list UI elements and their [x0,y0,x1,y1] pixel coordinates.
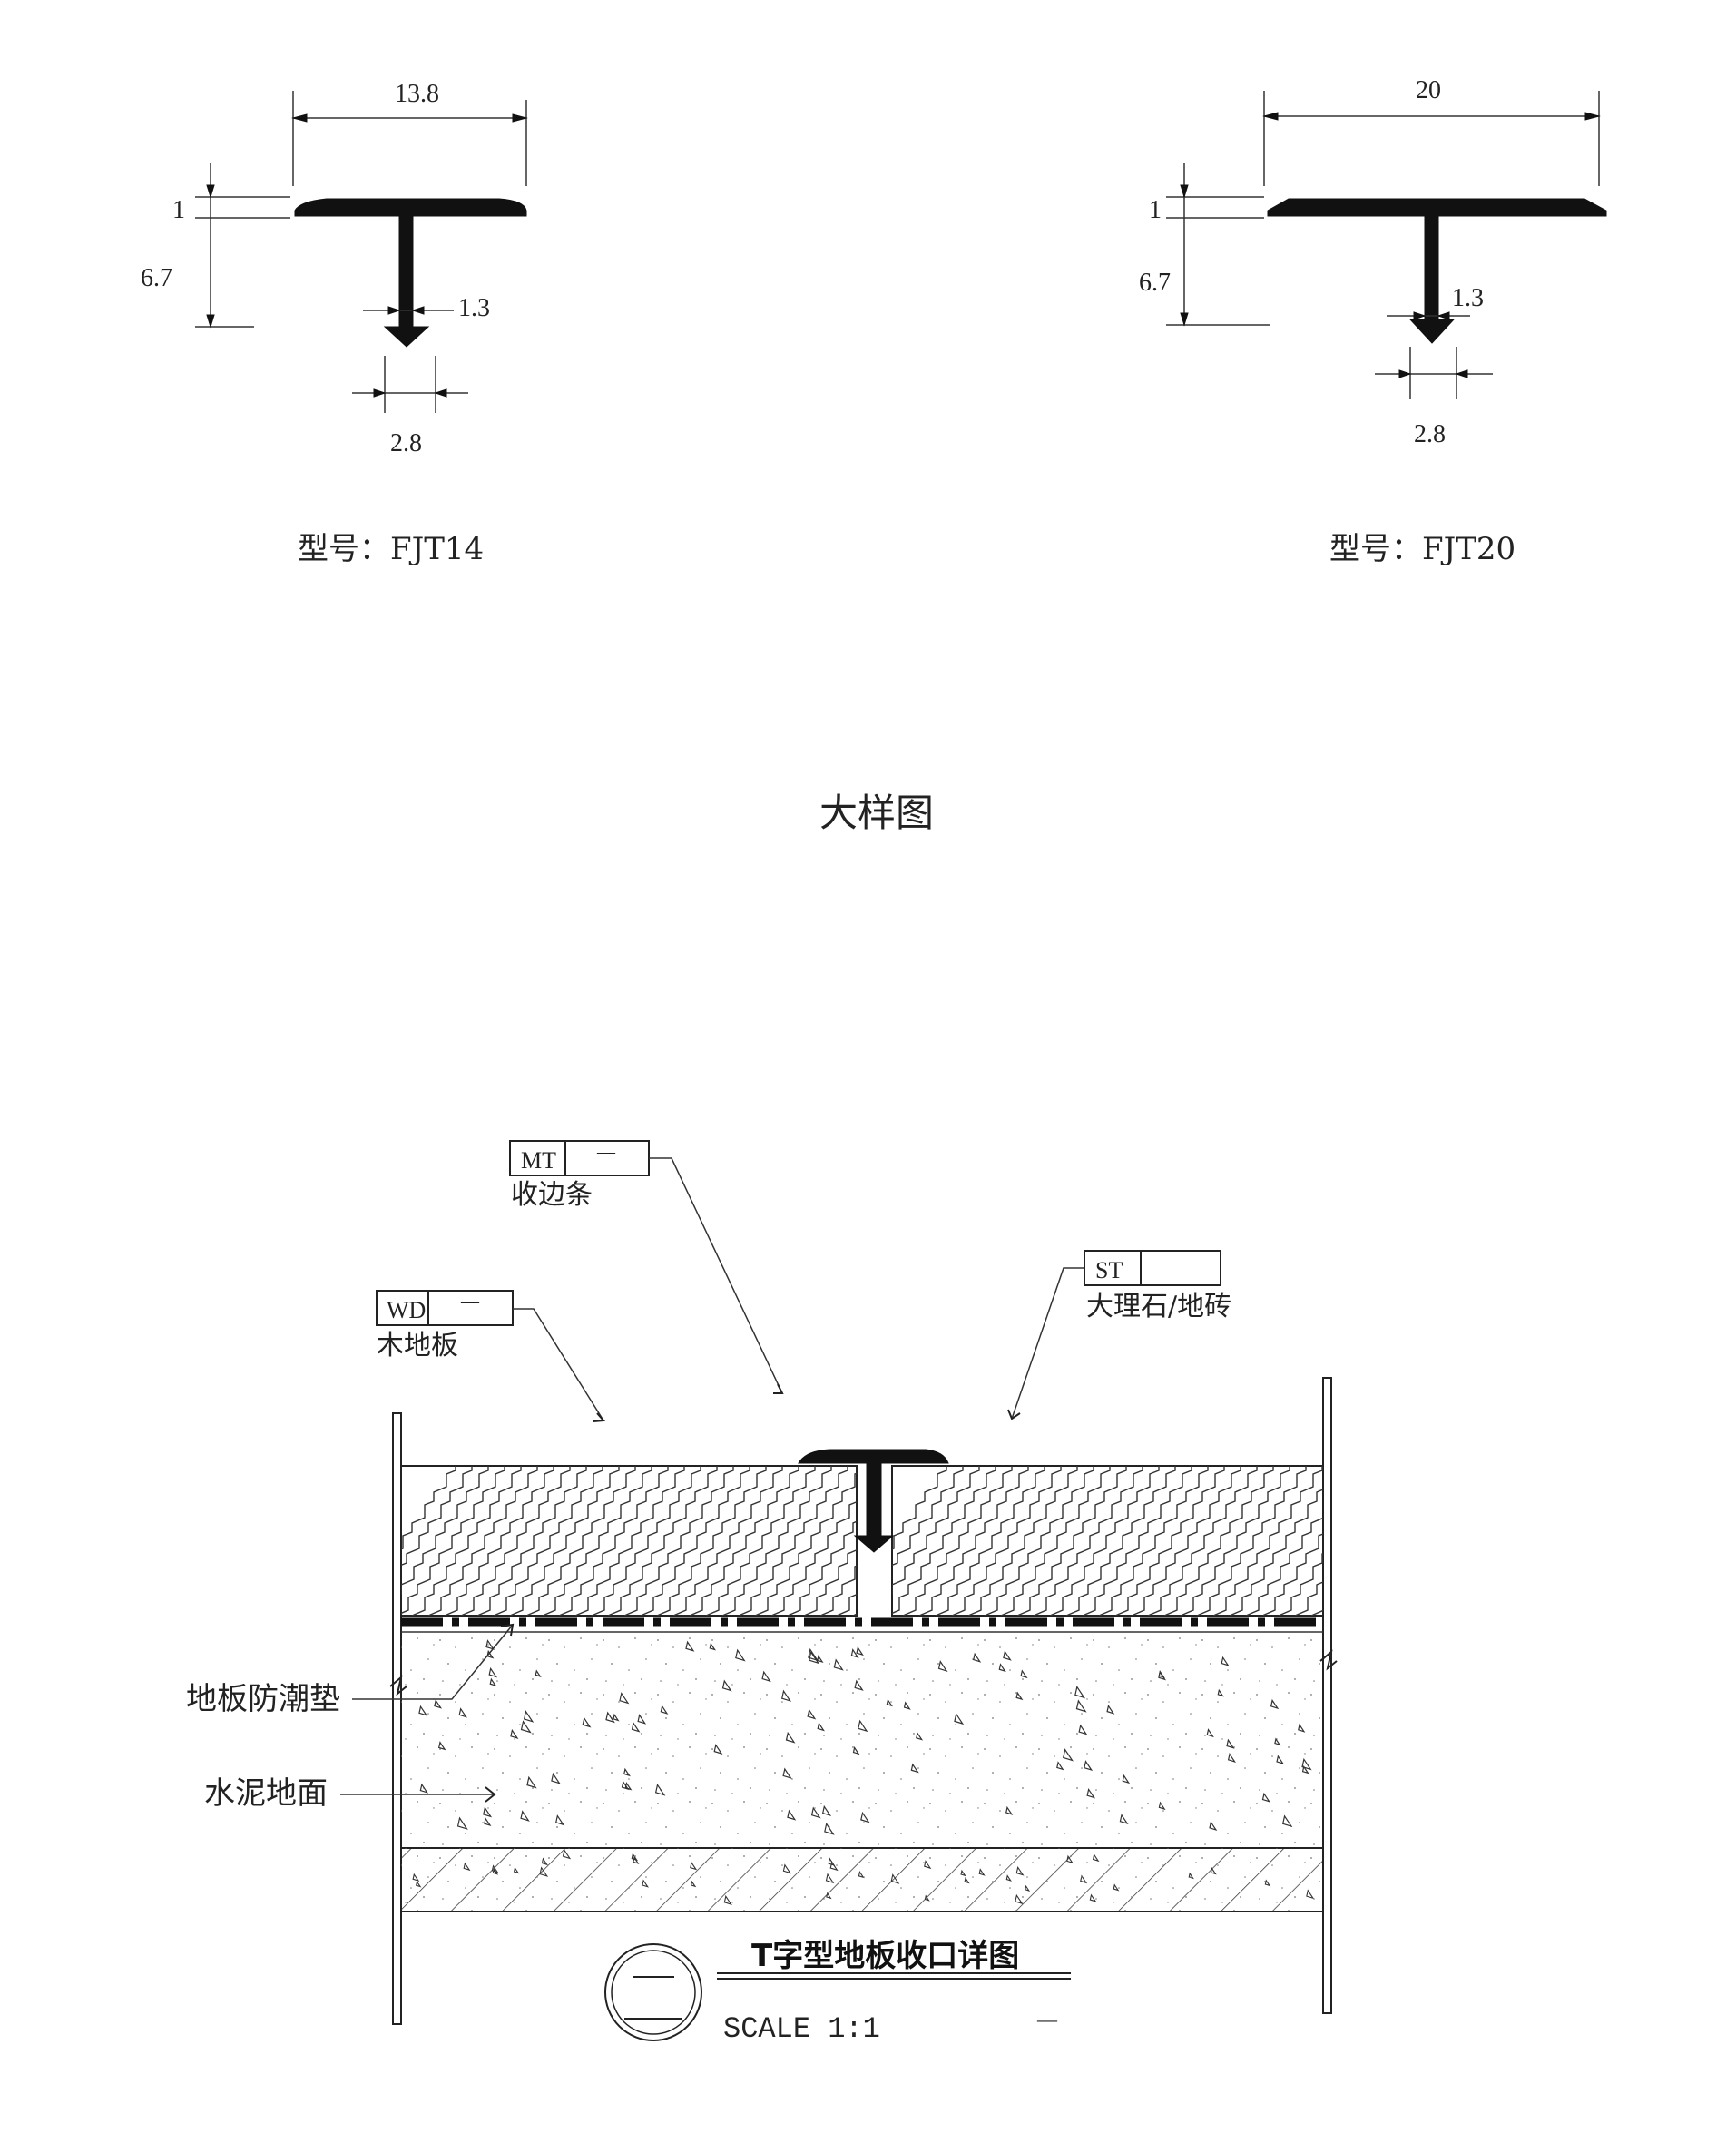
callout-underlay: 地板防潮垫 [186,1623,515,1717]
t-profile-shape-fjt20 [1267,198,1607,344]
tag-mt-code: MT [521,1147,556,1174]
dim-height-fjt20: 6.7 [1139,269,1171,297]
dim-width-fjt14: 13.8 [395,80,439,108]
profile-fjt14: 13.8 1 6.7 1.3 2.8 型号：FJT14 [141,80,528,567]
right-frame-post [1322,1377,1332,2014]
tag-wd-code: WD [387,1297,426,1323]
section-detail [389,1377,1338,2025]
scale-label: SCALE 1:1 [723,2012,880,2046]
cement-layer [401,1632,1323,1848]
wood-floor-left [400,1465,858,1617]
t-trim-section [798,1449,949,1553]
tag-mt: MT — 收边条 [509,1140,784,1394]
callout-underlay-label: 地板防潮垫 [186,1681,340,1717]
dim-width-fjt20: 20 [1416,76,1441,104]
dim-cap-fjt20: 1 [1149,196,1162,224]
tag-st-suffix: — [1170,1252,1190,1272]
detail-heading: 大样图 [819,791,934,835]
tag-mt-suffix: — [596,1142,616,1162]
model-label-fjt14: 型号：FJT14 [298,531,484,567]
t-profile-shape-fjt14 [294,198,527,348]
tag-st-code: ST [1095,1257,1123,1283]
tag-mt-label: 收边条 [511,1179,593,1211]
tag-wd-label: 木地板 [377,1330,458,1361]
dim-foot-fjt20: 2.8 [1414,420,1446,448]
model-label-fjt20: 型号：FJT20 [1329,531,1515,567]
tag-st: ST — 大理石/地砖 [1007,1250,1231,1420]
title-block: 二 T字型地板收口详图 SCALE 1:1 — [0,0,1071,2046]
tag-wd: WD — 木地板 [376,1290,606,1422]
callout-cement-label: 水泥地面 [204,1775,328,1812]
left-frame-post [392,1412,402,2025]
dim-foot-fjt14: 2.8 [390,429,422,457]
dim-stem-fjt20: 1.3 [1452,284,1484,312]
tag-wd-suffix: — [460,1292,480,1312]
tag-st-label: 大理石/地砖 [1086,1291,1231,1322]
title-symbol: 二 [0,0,1,1]
profile-fjt20: 20 1 6.7 1.3 2.8 型号：FJT20 [1139,76,1607,567]
dim-height-fjt14: 6.7 [141,264,172,292]
wood-floor-right [891,1465,1324,1617]
dim-stem-fjt14: 1.3 [458,294,490,322]
drawing-title: T字型地板收口详图 [751,1938,1019,1974]
dim-cap-fjt14: 1 [172,196,185,224]
callout-cement: 水泥地面 [204,1775,496,1812]
scale-suffix: — [1036,2008,1058,2030]
